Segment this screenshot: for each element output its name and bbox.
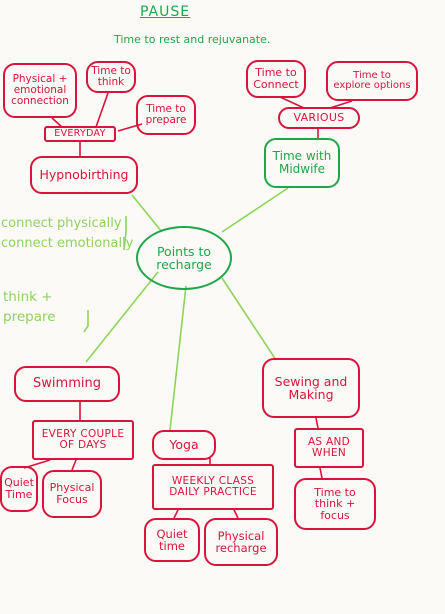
hypno-activity: Hypnobirthing xyxy=(30,156,138,194)
sewing-item-think-line1: Time to xyxy=(314,485,356,499)
sewing-item-think: Time to think + focus xyxy=(294,478,376,530)
swimming-item-focus-line2: Focus xyxy=(56,493,88,506)
edge-hub-hypno xyxy=(131,194,163,233)
yoga-activity-label: Yoga xyxy=(169,437,199,453)
swimming-activity-label: Swimming xyxy=(33,376,101,392)
yoga-item-quiet: Quiet time xyxy=(144,518,200,562)
yoga-frequency-line2: DAILY PRACTICE xyxy=(169,486,257,498)
sewing-frequency-line2: WHEN xyxy=(312,447,346,459)
midwife-item-options: Time to explore options xyxy=(326,61,418,101)
midwife-item-options-line1: Time to xyxy=(353,69,391,81)
edge-sewing-item xyxy=(319,467,323,479)
swimming-item-quiet-line1: Quiet xyxy=(4,476,34,490)
midwife-activity-line2: Midwife xyxy=(278,162,326,176)
hypno-item-prepare-line2: prepare xyxy=(145,114,187,126)
hypno-note-connect-line1: connect physically xyxy=(1,216,122,231)
edge-midwife-item2 xyxy=(329,100,353,109)
edge-hub-sewing xyxy=(221,277,277,361)
hypno-item-connection-line1: Physical + xyxy=(12,72,68,85)
yoga-item-recharge-line2: recharge xyxy=(215,541,267,555)
hypno-item-connection: Physical + emotional connection xyxy=(3,63,77,118)
sewing-activity-line2: Making xyxy=(288,387,334,402)
hypno-item-prepare-line1: Time to xyxy=(146,102,186,115)
page-title-text: PAUSE xyxy=(140,4,191,20)
sewing-activity: Sewing and Making xyxy=(262,358,360,418)
midwife-activity: Time with Midwife xyxy=(264,138,340,188)
hypno-item-think: Time to think xyxy=(86,61,136,93)
edge-midwife-item1 xyxy=(279,96,305,109)
hypno-note-connect: connect physically connect emotionally xyxy=(1,214,133,254)
central-hub-line2: recharge xyxy=(156,257,212,272)
hypno-item-prepare: Time to prepare xyxy=(136,95,196,135)
yoga-frequency: WEEKLY CLASS DAILY PRACTICE xyxy=(152,464,274,510)
sewing-activity-line1: Sewing and xyxy=(274,373,348,389)
sewing-item-think-line2: think + xyxy=(314,497,356,511)
midwife-item-connect: Time to Connect xyxy=(246,60,306,98)
midwife-item-connect-line2: Connect xyxy=(253,78,299,91)
page-title: PAUSE xyxy=(140,4,190,20)
page-subtitle-text: Time to rest and rejuvanate. xyxy=(114,33,271,46)
yoga-activity: Yoga xyxy=(152,430,216,460)
hypno-frequency-text: EVERYDAY xyxy=(54,128,106,140)
hypno-item-connection-line2: emotional xyxy=(13,83,67,96)
midwife-item-connect-line1: Time to xyxy=(255,66,297,80)
hypno-item-think-line1: Time to xyxy=(91,64,131,77)
edge-yoga-item2 xyxy=(233,509,239,519)
yoga-item-quiet-line2: time xyxy=(159,539,185,553)
hypno-note-think-line2: prepare xyxy=(3,308,56,325)
swimming-item-quiet: Quiet Time xyxy=(0,466,38,512)
edge-yoga-item1 xyxy=(173,509,179,519)
sewing-item-think-line3: focus xyxy=(320,508,350,522)
swimming-activity: Swimming xyxy=(14,366,120,402)
swimming-item-focus-line1: Physical xyxy=(49,481,95,495)
hypno-frequency: EVERYDAY xyxy=(44,126,116,142)
yoga-frequency-line1: WEEKLY CLASS xyxy=(171,474,255,487)
central-hub: Points to recharge xyxy=(136,226,232,290)
edge-sewing-freq xyxy=(315,417,319,429)
swimming-frequency-line2: OF DAYS xyxy=(59,439,107,451)
page-subtitle: Time to rest and rejuvanate. xyxy=(114,33,270,46)
edge-hypno-item1 xyxy=(51,117,63,128)
hypno-note-connect-line2: connect emotionally xyxy=(1,236,134,252)
edge-hub-swim xyxy=(85,271,159,363)
hypno-item-think-line2: think xyxy=(97,76,125,88)
midwife-frequency: VARIOUS xyxy=(278,107,360,129)
bracket-note1 xyxy=(123,216,127,251)
sewing-frequency: AS AND WHEN xyxy=(294,428,364,468)
midwife-activity-line1: Time with xyxy=(272,149,332,164)
edge-hub-yoga xyxy=(169,285,187,431)
edge-hypno-item2 xyxy=(95,92,109,128)
central-hub-line1: Points to xyxy=(156,243,212,259)
bracket-note2 xyxy=(83,310,89,333)
hypno-activity-label: Hypnobirthing xyxy=(39,167,129,183)
midwife-frequency-text: VARIOUS xyxy=(293,111,345,125)
yoga-item-quiet-line1: Quiet xyxy=(156,526,188,541)
swimming-frequency-line1: EVERY COUPLE xyxy=(41,427,125,440)
swimming-item-focus: Physical Focus xyxy=(42,470,102,518)
yoga-item-recharge-line1: Physical xyxy=(217,528,265,543)
edge-swim-item2 xyxy=(71,459,77,471)
hypno-note-think: think + prepare xyxy=(3,288,56,327)
hypno-note-think-line1: think + xyxy=(3,289,53,305)
edge-hub-midwife xyxy=(221,187,289,233)
hypno-item-connection-line3: connection xyxy=(11,95,69,107)
yoga-item-recharge: Physical recharge xyxy=(204,518,278,566)
sewing-frequency-line1: AS AND xyxy=(307,435,351,448)
swimming-item-quiet-line2: Time xyxy=(5,488,33,501)
midwife-item-options-line2: explore options xyxy=(333,80,411,91)
swimming-frequency: EVERY COUPLE OF DAYS xyxy=(32,420,134,460)
